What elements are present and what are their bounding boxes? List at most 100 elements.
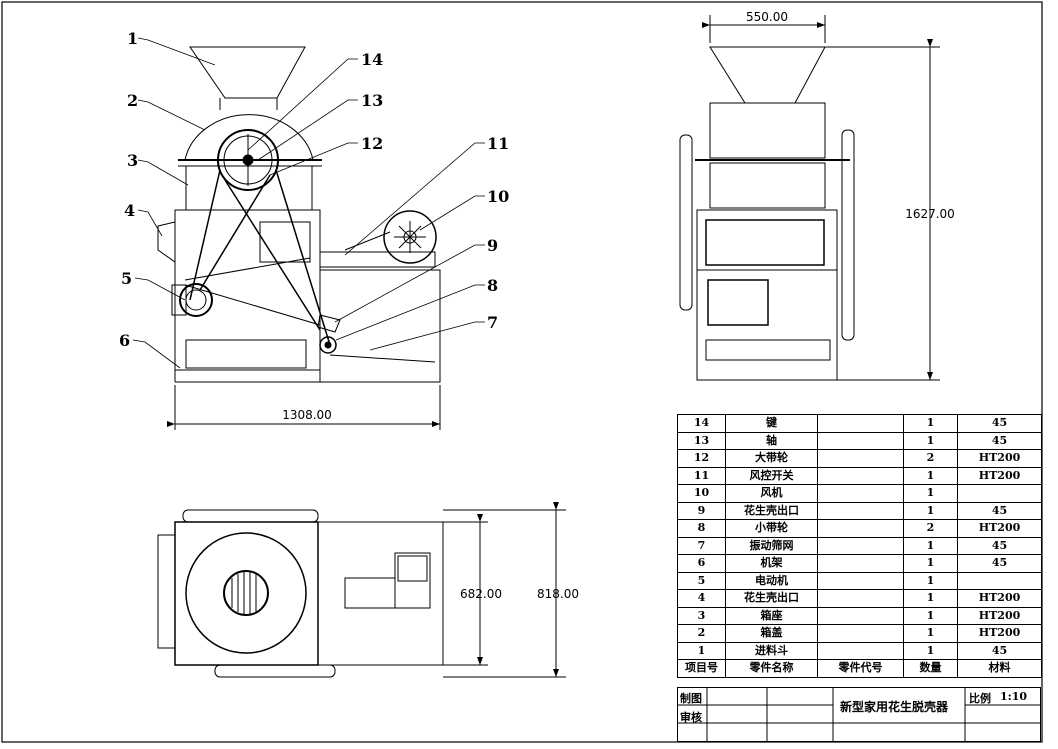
bom-cell-name: 键 bbox=[725, 414, 818, 433]
bom-cell-qty: 1 bbox=[903, 501, 958, 520]
bom-cell-material: HT200 bbox=[957, 606, 1042, 625]
bom-cell-qty: 1 bbox=[903, 589, 958, 608]
callout-12: 12 bbox=[361, 134, 383, 153]
bom-cell-qty: 1 bbox=[903, 571, 958, 590]
bom-cell-no: 14 bbox=[677, 414, 726, 433]
bom-cell-code bbox=[817, 501, 904, 520]
bom-cell-name: 振动筛网 bbox=[725, 536, 818, 555]
bom-cell-qty: 1 bbox=[903, 606, 958, 625]
bom-cell-material: 45 bbox=[957, 554, 1042, 573]
dim-front-width: 1308.00 bbox=[282, 408, 332, 422]
callout-13: 13 bbox=[361, 91, 383, 110]
callout-10: 10 bbox=[487, 187, 509, 206]
callout-5: 5 bbox=[121, 269, 132, 288]
front-view bbox=[157, 46, 441, 430]
dim-side-top-width: 550.00 bbox=[746, 10, 788, 24]
bom-cell-qty: 1 bbox=[903, 554, 958, 573]
bom-cell-no: 3 bbox=[677, 606, 726, 625]
callout-4: 4 bbox=[124, 201, 135, 220]
bom-cell-code bbox=[817, 589, 904, 608]
top-view bbox=[157, 502, 566, 678]
bom-cell-material: HT200 bbox=[957, 519, 1042, 538]
bom-cell-no: 4 bbox=[677, 589, 726, 608]
bom-cell-no: 9 bbox=[677, 501, 726, 520]
bom-cell-material: 材料 bbox=[957, 659, 1042, 678]
dim-top-outer: 818.00 bbox=[537, 587, 579, 601]
bom-cell-code bbox=[817, 431, 904, 450]
scale-label: 比例 bbox=[969, 692, 991, 705]
drawing-title: 新型家用花生脱壳器 bbox=[840, 700, 949, 714]
dim-top-inner: 682.00 bbox=[460, 587, 502, 601]
bom-cell-no: 10 bbox=[677, 484, 726, 503]
drawn-label: 制图 bbox=[680, 692, 702, 705]
bom-cell-material: HT200 bbox=[957, 589, 1042, 608]
bom-cell-name: 电动机 bbox=[725, 571, 818, 590]
bom-cell-name: 大带轮 bbox=[725, 449, 818, 468]
bom-cell-qty: 1 bbox=[903, 414, 958, 433]
bom-cell-name: 箱盖 bbox=[725, 624, 818, 643]
scale-value: 1:10 bbox=[1000, 690, 1028, 703]
callout-8: 8 bbox=[487, 276, 498, 295]
bom-cell-no: 2 bbox=[677, 624, 726, 643]
bom-cell-qty: 1 bbox=[903, 431, 958, 450]
bom-cell-material bbox=[957, 484, 1042, 503]
title-block: 制图 审核 新型家用花生脱壳器 比例 1:10 bbox=[677, 687, 1041, 742]
bom-cell-code bbox=[817, 519, 904, 538]
bom-cell-qty: 数量 bbox=[903, 659, 958, 678]
bom-cell-code bbox=[817, 466, 904, 485]
bom-cell-qty: 1 bbox=[903, 641, 958, 660]
bom-header-row: 项目号零件名称零件代号数量材料 bbox=[677, 659, 1042, 678]
bom-cell-no: 6 bbox=[677, 554, 726, 573]
bom-cell-name: 零件名称 bbox=[725, 659, 818, 678]
bom-cell-material: 45 bbox=[957, 414, 1042, 433]
bom-cell-name: 轴 bbox=[725, 431, 818, 450]
bom-cell-qty: 1 bbox=[903, 466, 958, 485]
bom-cell-no: 5 bbox=[677, 571, 726, 590]
bom-cell-name: 花生壳出口 bbox=[725, 501, 818, 520]
side-view bbox=[679, 15, 940, 381]
callout-1: 1 bbox=[127, 29, 138, 48]
bom-cell-name: 小带轮 bbox=[725, 519, 818, 538]
bom-cell-material: HT200 bbox=[957, 449, 1042, 468]
bom-cell-no: 8 bbox=[677, 519, 726, 538]
bom-cell-name: 进料斗 bbox=[725, 641, 818, 660]
bom-cell-qty: 2 bbox=[903, 519, 958, 538]
bom-cell-code bbox=[817, 536, 904, 555]
bom-cell-material: HT200 bbox=[957, 466, 1042, 485]
callout-2: 2 bbox=[127, 91, 138, 110]
callout-9: 9 bbox=[487, 236, 498, 255]
bom-cell-name: 箱座 bbox=[725, 606, 818, 625]
bom-cell-code bbox=[817, 606, 904, 625]
bom-cell-code bbox=[817, 554, 904, 573]
bom-cell-material: 45 bbox=[957, 536, 1042, 555]
bom-cell-no: 项目号 bbox=[677, 659, 726, 678]
callout-6: 6 bbox=[119, 331, 130, 350]
bom-cell-material: 45 bbox=[957, 431, 1042, 450]
checked-label: 审核 bbox=[680, 711, 702, 724]
bom-cell-code bbox=[817, 624, 904, 643]
bom-cell-material: HT200 bbox=[957, 624, 1042, 643]
bom-cell-code bbox=[817, 571, 904, 590]
bom-cell-name: 风机 bbox=[725, 484, 818, 503]
bom-cell-qty: 1 bbox=[903, 484, 958, 503]
bom-cell-no: 7 bbox=[677, 536, 726, 555]
bom-cell-qty: 1 bbox=[903, 536, 958, 555]
bom-cell-name: 花生壳出口 bbox=[725, 589, 818, 608]
callout-3: 3 bbox=[127, 151, 138, 170]
bom-cell-code bbox=[817, 484, 904, 503]
